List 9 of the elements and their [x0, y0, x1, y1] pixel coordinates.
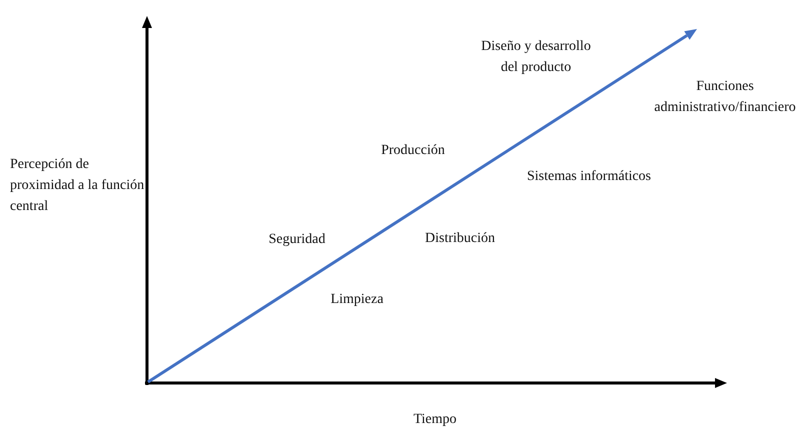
category-label: Diseño y desarrollo del producto	[480, 38, 592, 77]
axis-title: Percepción de proximidad a la función central	[10, 156, 145, 216]
category-label: Distribución	[424, 230, 496, 248]
category-label: Funciones administrativo/financiero	[653, 78, 797, 117]
category-label: Producción	[380, 142, 446, 160]
category-label: Sistemas informáticos	[526, 168, 652, 186]
category-label: Limpieza	[330, 291, 384, 309]
axis-title: Tiempo	[412, 411, 458, 428]
category-label: Seguridad	[268, 231, 326, 249]
